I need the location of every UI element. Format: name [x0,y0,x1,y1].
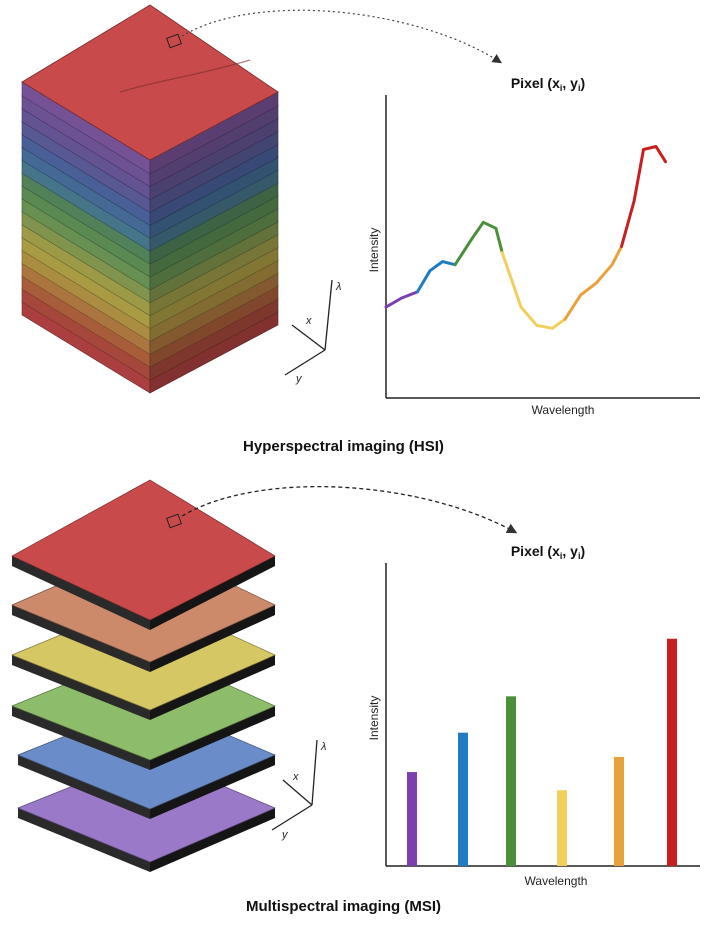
msi-layer-right-edge [150,655,275,720]
msi-layer-right-edge [150,808,275,872]
msi-layer-left-edge [12,655,150,720]
msi-layer-left-edge [18,808,150,872]
msi-chart-title: Pixel (xi, yi) [511,543,585,561]
msi-layer-left-edge [12,605,150,672]
hsi-spectrum-chart [384,95,700,399]
hsi-axis-triad [284,279,333,376]
msi-axis-x-label: x [292,771,299,783]
msi-layer-right-edge [150,706,275,770]
msi-axis-y-label: y [281,829,289,841]
msi-bar-1 [407,772,417,866]
hsi-pixel-arrow [181,9,503,64]
msi-caption: Multispectral imaging (MSI) [245,898,441,915]
hsi-caption: Hyperspectral imaging (HSI) [243,438,444,455]
msi-x-label: Wavelength [525,874,588,888]
hsi-line-segment-3 [453,220,504,267]
hsi-top-texture [119,59,251,93]
msi-bars [407,638,677,866]
msi-layer-right-edge [150,556,275,630]
msi-pixel-arrow [181,485,518,534]
msi-layer-left-edge [18,755,150,819]
hsi-line-segment-1 [384,290,419,309]
msi-bar-3 [506,696,516,866]
hsi-data-cube [21,4,279,394]
msi-bar-6 [667,638,677,866]
hsi-line-segment-4 [500,251,567,330]
hsi-axis-z-label: λ [335,281,341,293]
hsi-line-segment-5 [563,245,623,321]
hsi-line-segment-6 [620,145,667,248]
hsi-top-face [21,4,279,161]
msi-bar-5 [614,756,624,866]
hsi-axis-x-label: x [305,315,312,327]
hsi-pixel-marker [166,33,182,49]
msi-spectrum-chart [385,563,700,867]
hsi-chart-title: Pixel (xi, yi) [511,75,585,93]
msi-layer-right-edge [150,605,275,672]
hsi-line-segment-2 [415,260,457,294]
msi-pixel-marker [166,513,182,529]
msi-bar-4 [557,790,567,866]
hsi-axis-y-label: y [295,373,303,385]
hsi-spectrum-line [384,145,667,330]
hsi-x-label: Wavelength [532,403,595,417]
msi-bar-2 [458,732,468,866]
msi-axis-triad [271,739,318,831]
msi-y-label: Intensity [367,696,381,741]
msi-layer-right-edge [150,755,275,819]
msi-layer-left-edge [12,556,150,630]
msi-layer-stack [11,479,276,872]
msi-layer-6 [11,479,276,621]
msi-axis-z-label: λ [320,741,326,753]
hsi-y-label: Intensity [367,228,381,273]
msi-layer-left-edge [12,706,150,770]
